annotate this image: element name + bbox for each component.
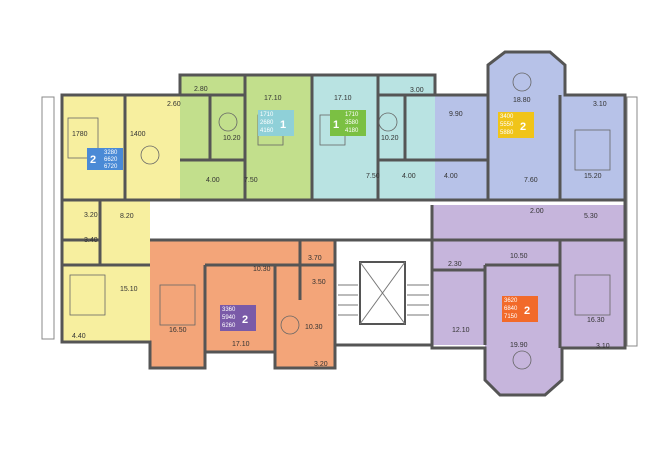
room-area: 3.10: [593, 101, 607, 108]
room-area: 17.10: [334, 95, 352, 102]
room-area: 4.00: [206, 177, 220, 184]
room-area: 19.90: [510, 342, 528, 349]
room-area: 9.90: [449, 111, 463, 118]
room-area: 3.70: [308, 255, 322, 262]
room-area: 3.20: [84, 212, 98, 219]
area-total-balcony: 4160: [260, 128, 274, 134]
room-area: 2.60: [167, 101, 181, 108]
area-total: 5940: [222, 315, 236, 321]
area-living: 1710: [345, 112, 359, 118]
badge-green: 1 1710 2680 4160: [258, 110, 294, 136]
area-living: 1710: [260, 112, 274, 118]
area-total: 2680: [260, 120, 274, 126]
area-total-balcony: 6720: [104, 164, 118, 170]
room-area: 3.50: [312, 279, 326, 286]
rooms-count: 2: [520, 121, 526, 133]
area-total-balcony: 4180: [345, 128, 359, 134]
badge-orange: 2 3360 5940 6260: [220, 305, 256, 331]
room-area: 15.10: [120, 286, 138, 293]
room-area: 16.30: [587, 317, 605, 324]
room-area: 15.20: [584, 173, 602, 180]
room-area-labels: 1780 1400 2.60 8.20 3.20 3.40 15.10 4.40…: [72, 86, 610, 368]
area-total-balcony: 5880: [500, 130, 514, 136]
room-area: 5.30: [584, 213, 598, 220]
area-living: 3400: [500, 114, 514, 120]
room-area: 4.40: [72, 333, 86, 340]
room-area: 10.30: [305, 324, 323, 331]
room-area: 18.80: [513, 97, 531, 104]
rooms-count: 2: [90, 154, 96, 166]
room-area: 10.20: [381, 135, 399, 142]
rooms-count: 2: [524, 305, 530, 317]
rooms-count: 2: [242, 314, 248, 326]
rooms-count: 1: [333, 119, 339, 131]
room-area: 2.00: [530, 208, 544, 215]
area-total: 6620: [104, 157, 118, 163]
badge-purple: 2 3620 6840 7150: [502, 296, 538, 322]
room-area: 1400: [130, 131, 146, 138]
room-area: 4.00: [444, 173, 458, 180]
badge-blue: 2 3400 5550 5880: [498, 112, 534, 138]
room-area: 10.30: [253, 266, 271, 273]
room-area: 3.10: [596, 343, 610, 350]
room-area: 8.20: [120, 213, 134, 220]
apartment-orange[interactable]: [150, 240, 335, 368]
interior-walls: [62, 75, 625, 352]
room-area: 17.10: [264, 95, 282, 102]
area-living: 3280: [104, 150, 118, 156]
badge-yellow: 2 3280 6620 6720: [87, 148, 123, 170]
area-total: 6840: [504, 306, 518, 312]
area-total-balcony: 7150: [504, 314, 518, 320]
room-area: 4.00: [402, 173, 416, 180]
furniture: [67, 72, 611, 370]
room-area: 10.50: [510, 253, 528, 260]
area-total: 5550: [500, 122, 514, 128]
area-living: 3620: [504, 298, 518, 304]
room-area: 3.00: [410, 87, 424, 94]
area-living: 3360: [222, 307, 236, 313]
room-area: 12.10: [452, 327, 470, 334]
room-area: 7.50: [366, 173, 380, 180]
badge-cyan: 1 1710 3580 4180: [330, 110, 366, 136]
room-area: 2.30: [448, 261, 462, 268]
room-area: 3.40: [84, 237, 98, 244]
room-area: 10.20: [223, 135, 241, 142]
room-area: 3.20: [314, 361, 328, 368]
rooms-count: 1: [280, 119, 286, 131]
room-area: 17.10: [232, 341, 250, 348]
room-area: 7.50: [244, 177, 258, 184]
room-area: 2.80: [194, 86, 208, 93]
room-area: 1780: [72, 131, 88, 138]
room-area: 16.50: [169, 327, 187, 334]
room-area: 7.60: [524, 177, 538, 184]
area-total-balcony: 6260: [222, 323, 236, 329]
area-total: 3580: [345, 120, 359, 126]
